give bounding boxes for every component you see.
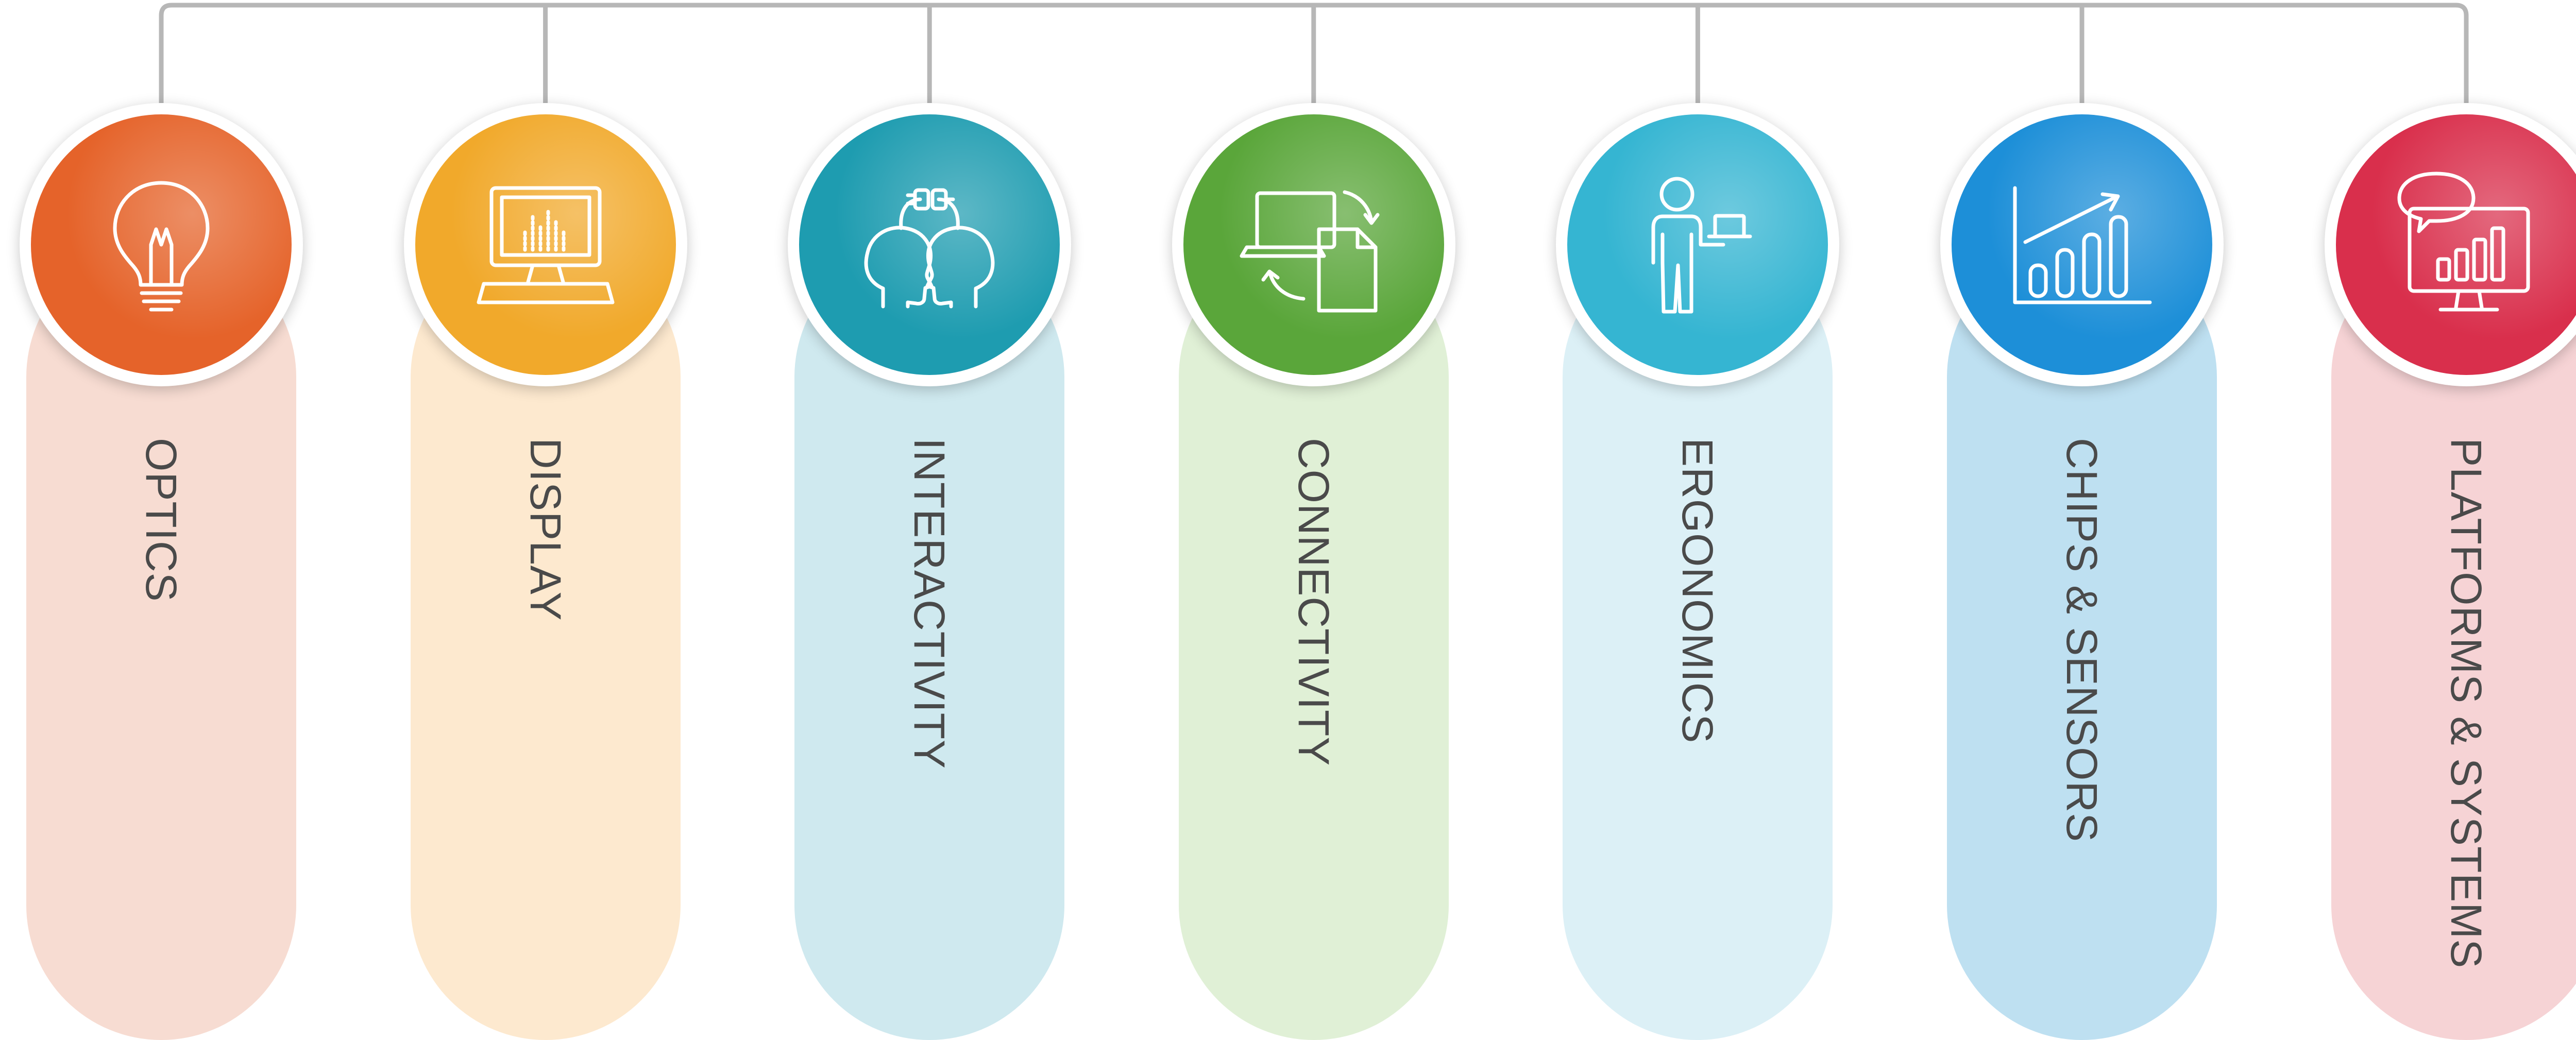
category-badge-disc (31, 114, 292, 375)
category-badge-disc (1567, 114, 1828, 375)
connector-lines (159, 3, 2469, 103)
monitor-chat-chart-icon (2397, 172, 2530, 312)
category-badge (2324, 103, 2576, 386)
people-plug-icon (864, 188, 995, 309)
category-label-wrap: INTERACTIVITY (794, 438, 1064, 1004)
category-label: ERGONOMICS (1673, 438, 1722, 744)
category-label: INTERACTIVITY (905, 438, 954, 770)
growth-bar-chart-icon (2013, 186, 2152, 304)
category-badge-disc (1183, 114, 1444, 375)
category-badge-disc (415, 114, 676, 375)
computer-equalizer-icon (477, 186, 615, 304)
category-badge (403, 103, 687, 386)
category-label-wrap: DISPLAY (411, 438, 681, 1004)
laptop-document-transfer-icon (1240, 190, 1380, 313)
category-label: CONNECTIVITY (1289, 438, 1338, 766)
category-badge (1940, 103, 2224, 386)
category-badge-disc (1952, 114, 2212, 375)
category-badge-disc (2335, 114, 2576, 375)
category-label: OPTICS (137, 438, 185, 602)
category-label-wrap: PLATFORMS & SYSTEMS (2331, 438, 2576, 1004)
category-label-wrap: OPTICS (26, 438, 296, 1004)
category-label-wrap: ERGONOMICS (1563, 438, 1833, 1004)
category-label: PLATFORMS & SYSTEMS (2442, 438, 2490, 969)
category-badge (20, 103, 303, 386)
category-label: DISPLAY (521, 438, 570, 621)
category-badge-disc (799, 114, 1060, 375)
light-bulb-icon (113, 181, 210, 312)
category-badge (788, 103, 1072, 386)
category-badge (1172, 103, 1455, 386)
category-badge (1556, 103, 1840, 386)
person-laptop-icon (1651, 177, 1752, 314)
category-label-wrap: CHIPS & SENSORS (1947, 438, 2217, 1004)
category-label-wrap: CONNECTIVITY (1179, 438, 1449, 1004)
category-label: CHIPS & SENSORS (2058, 438, 2106, 843)
